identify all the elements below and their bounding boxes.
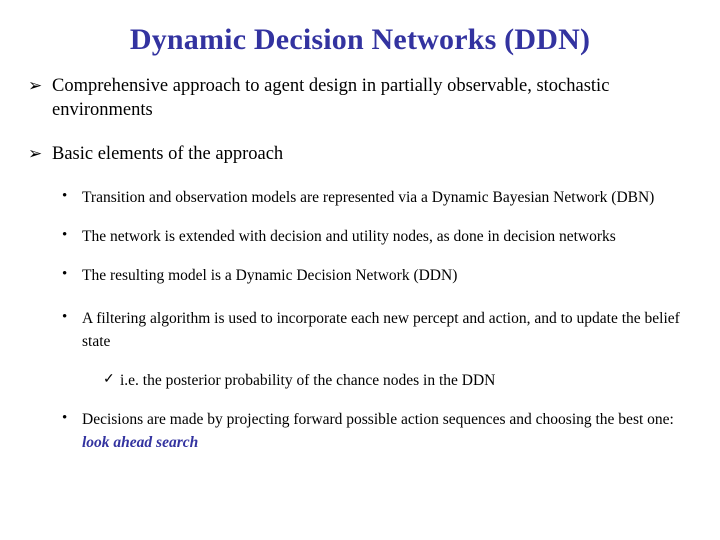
bullet-item-text: The resulting model is a Dynamic Decisio… xyxy=(82,267,458,284)
round-dot-bullet-icon: • xyxy=(62,227,68,243)
wingdings-arrow-bullet-icon: ➢ xyxy=(28,144,43,163)
bullet-item-text: A filtering algorithm is used to incorpo… xyxy=(82,310,680,350)
round-dot-bullet-icon: • xyxy=(62,410,68,426)
round-dot-bullet-icon: • xyxy=(62,188,68,204)
slide-body: ➢ Comprehensive approach to agent design… xyxy=(0,74,720,468)
round-dot-bullet-icon: • xyxy=(62,309,68,325)
bullet-item-level1: ➢ Comprehensive approach to agent design… xyxy=(0,74,720,122)
bullet-item-text: Decisions are made by projecting forward… xyxy=(82,411,674,428)
check-mark-bullet-icon: ✓ xyxy=(103,372,115,387)
wingdings-arrow-bullet-icon: ➢ xyxy=(28,76,43,95)
bullet-item-level2: • A filtering algorithm is used to incor… xyxy=(0,307,720,353)
bullet-item-level1: ➢ Basic elements of the approach xyxy=(0,142,720,166)
bullet-item-level2: • Decisions are made by projecting forwa… xyxy=(0,408,720,454)
emphasized-term: look ahead search xyxy=(82,434,199,451)
bullet-item-text: i.e. the posterior probability of the ch… xyxy=(120,372,496,389)
bullet-item-text: Comprehensive approach to agent design i… xyxy=(52,76,610,120)
bullet-item-text: Basic elements of the approach xyxy=(52,144,284,164)
page-title: Dynamic Decision Networks (DDN) xyxy=(129,23,591,56)
bullet-item-level2: • Transition and observation models are … xyxy=(0,186,720,209)
bullet-item-text: Transition and observation models are re… xyxy=(82,189,655,206)
bullet-item-level2: • The resulting model is a Dynamic Decis… xyxy=(0,264,720,287)
round-dot-bullet-icon: • xyxy=(62,266,68,282)
bullet-item-level2: • The network is extended with decision … xyxy=(0,225,720,248)
bullet-item-level3: ✓ i.e. the posterior probability of the … xyxy=(0,369,720,392)
bullet-item-text: The network is extended with decision an… xyxy=(82,228,616,245)
